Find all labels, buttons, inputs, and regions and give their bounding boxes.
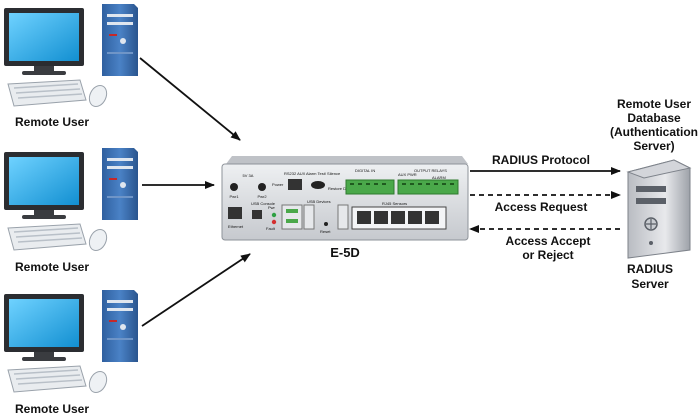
radius-protocol-label: RADIUS Protocol xyxy=(492,153,590,167)
fault-led-icon xyxy=(271,219,277,225)
alarm-label: Alarm Test/ Silence xyxy=(306,171,341,176)
power-rating: 5V 3A xyxy=(243,173,254,178)
device-name: E-5D xyxy=(330,245,360,260)
alarm-relay-label: ALARM xyxy=(432,175,446,180)
remote-user-1: Remote User xyxy=(3,3,139,129)
rs232-port-icon xyxy=(288,179,302,190)
arrow-user1-to-device xyxy=(139,57,241,141)
e5d-device: 5V 3A Pwr1 Pwr2 RS232 AUX Power Alarm Te… xyxy=(221,156,469,241)
output-relays-label: OUTPUT RELAYS xyxy=(414,168,447,173)
ethernet-port-icon xyxy=(228,207,242,219)
access-accept-label-2: or Reject xyxy=(522,248,573,262)
pwr1-label: Pwr1 xyxy=(229,194,239,199)
relay-terminal-icon xyxy=(397,179,459,195)
digital-in-label: DIGITAL IN xyxy=(355,168,375,173)
db-label-2: Database xyxy=(627,111,681,125)
power-label: Power xyxy=(272,182,284,187)
radius-server-icon xyxy=(626,159,692,259)
remote-user-2: Remote User xyxy=(3,147,139,274)
pwr1-jack-icon xyxy=(230,183,238,191)
remote-user-1-label: Remote User xyxy=(15,115,89,129)
remote-user-2-label: Remote User xyxy=(15,260,89,274)
radius-server-label-2: Server xyxy=(631,277,669,291)
usb-devices-label: USB Devices xyxy=(307,199,331,204)
pwr2-label: Pwr2 xyxy=(257,194,267,199)
db-label-1: Remote User xyxy=(617,97,691,111)
usb-console-port-icon xyxy=(252,210,262,219)
reset-label: Reset xyxy=(320,229,331,234)
alarm-button-icon xyxy=(311,181,325,189)
digital-in-terminal-icon xyxy=(345,179,395,195)
workstation-icon xyxy=(3,289,139,397)
workstation-icon xyxy=(3,147,139,255)
restore-label: Restore Defaults xyxy=(328,186,358,191)
fault-led-label: Fault xyxy=(266,226,276,231)
rj45-label: RJ45 Sensors xyxy=(382,201,407,206)
access-request-label: Access Request xyxy=(495,200,588,214)
workstation-icon xyxy=(3,3,139,111)
arrow-user3-to-device xyxy=(141,253,251,327)
db-label-4: Server) xyxy=(633,139,674,153)
pwr-led-label: Pwr xyxy=(268,205,276,210)
access-accept-label-1: Access Accept xyxy=(506,234,591,248)
reset-button-icon xyxy=(324,222,328,226)
remote-user-3: Remote User xyxy=(3,289,139,416)
db-label-3: (Authentication xyxy=(610,125,698,139)
remote-user-3-label: Remote User xyxy=(15,402,89,416)
pwr2-jack-icon xyxy=(258,183,266,191)
ethernet-label: Ethernet xyxy=(228,224,244,229)
usb-console-label: USB Console xyxy=(251,201,276,206)
usb-devices-ports-icon xyxy=(281,204,303,230)
aux-pwr-label: AUX PWR xyxy=(398,172,417,177)
pwr-led-icon xyxy=(271,212,277,218)
radius-server-label-1: RADIUS xyxy=(627,262,673,276)
rs232-label: RS232 AUX xyxy=(284,171,306,176)
